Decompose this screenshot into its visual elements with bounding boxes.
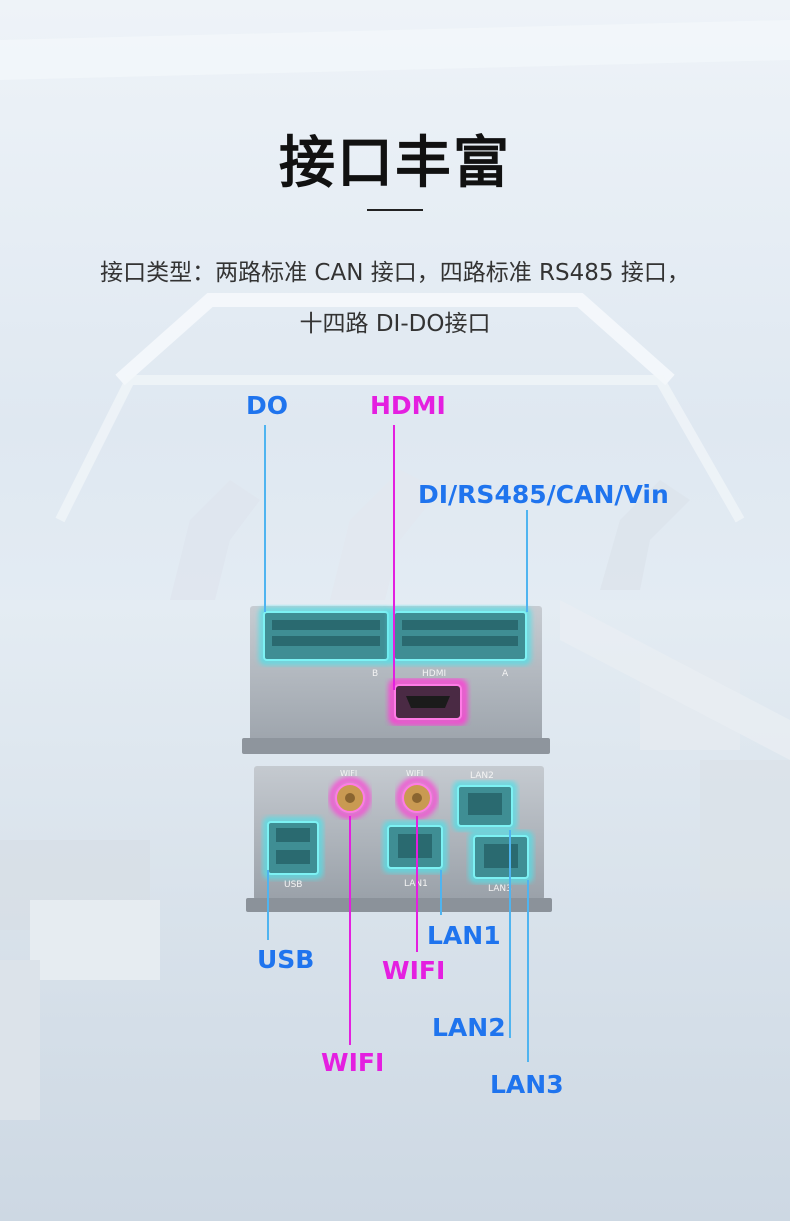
label-wifi-left: WIFI bbox=[321, 1048, 385, 1077]
silk-lan2: LAN2 bbox=[470, 771, 494, 781]
description-line-2: 十四路 DI-DO接口 bbox=[299, 311, 491, 337]
silk-lan1: LAN1 bbox=[404, 879, 428, 889]
silk-wifi-left: WIFI bbox=[340, 769, 357, 778]
label-lan2: LAN2 bbox=[432, 1013, 506, 1042]
silk-wifi-right: WIFI bbox=[406, 769, 423, 778]
label-do: DO bbox=[246, 391, 289, 420]
label-wifi-right: WIFI bbox=[382, 956, 446, 985]
device-top-base bbox=[242, 738, 550, 754]
label-usb: USB bbox=[257, 945, 315, 974]
silk-a: A bbox=[502, 669, 509, 679]
device-top-view: B HDMI A bbox=[242, 606, 550, 754]
device-front-base bbox=[246, 898, 552, 912]
label-lan1: LAN1 bbox=[427, 921, 501, 950]
silk-usb: USB bbox=[284, 880, 302, 890]
page-title: 接口丰富 bbox=[279, 131, 511, 196]
title-underline bbox=[367, 209, 423, 211]
silk-hdmi: HDMI bbox=[422, 669, 446, 679]
description-line-1: 接口类型：两路标准 CAN 接口，四路标准 RS485 接口， bbox=[100, 260, 690, 286]
silk-lan3: LAN3 bbox=[488, 884, 512, 894]
silk-b: B bbox=[372, 669, 378, 679]
device-front-view: USB WIFI WIFI LAN1 LAN2 LAN3 bbox=[246, 766, 552, 912]
label-di-rs485-can-vin: DI/RS485/CAN/Vin bbox=[418, 480, 669, 509]
label-lan3: LAN3 bbox=[490, 1070, 564, 1099]
label-hdmi: HDMI bbox=[370, 391, 446, 420]
